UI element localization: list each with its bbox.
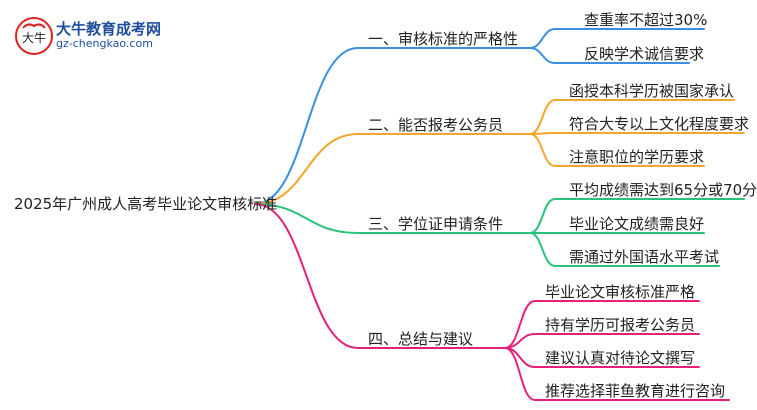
leaf-3-2: 毕业论文成绩需良好 (569, 215, 705, 233)
branch-4-label: 四、总结与建议 (368, 330, 474, 348)
branch-2-label: 二、能否报考公务员 (368, 116, 504, 134)
leaf-3-3-curve (529, 232, 556, 267)
leaf-4-2: 持有学历可报考公务员 (545, 316, 696, 334)
leaf-1-2: 反映学术诚信要求 (584, 45, 705, 63)
leaf-3-3: 需通过外国语水平考试 (569, 248, 720, 266)
leaf-4-1: 毕业论文审核标准严格 (545, 283, 696, 301)
leaf-4-3: 建议认真对待论文撰写 (545, 349, 696, 367)
logo-mark-text: 大牛 (22, 30, 46, 45)
leaf-2-3-curve (529, 133, 556, 167)
leaf-1-1: 查重率不超过30% (584, 11, 708, 29)
leaf-1-1-curve (529, 28, 556, 49)
leaf-2-1: 函授本科学历被国家承认 (569, 82, 735, 100)
leaf-2-3: 注意职位的学历要求 (569, 148, 705, 166)
leaf-3-1: 平均成绩需达到65分或70分 (569, 181, 757, 199)
leaf-3-1-curve (529, 198, 556, 234)
leaf-2-1-curve (529, 99, 556, 135)
leaf-1-2-curve (529, 47, 556, 64)
branch-2-curve (254, 133, 359, 205)
branch-1-label: 一、审核标准的严格性 (368, 30, 519, 48)
site-logo: 大牛 大牛教育成考网 gz-chengkao.com (14, 16, 214, 56)
branch-3-curve (254, 203, 359, 234)
leaf-2-2-curve (529, 132, 556, 135)
leaf-4-4: 推荐选择菲鱼教育进行咨询 (545, 382, 726, 400)
branch-3-label: 三、学位证申请条件 (368, 215, 504, 233)
bull-logo-icon: 大牛 (15, 17, 53, 55)
leaf-2-2: 符合大专以上文化程度要求 (569, 115, 750, 133)
branch-1-curve (254, 47, 359, 205)
leaf-4-4-curve (504, 347, 536, 401)
logo-title: 大牛教育成考网 (56, 20, 162, 38)
logo-url: gz-chengkao.com (56, 37, 153, 50)
root-topic: 2025年广州成人高考毕业论文审核标准 (14, 195, 278, 213)
branch-4-curve (254, 203, 359, 349)
